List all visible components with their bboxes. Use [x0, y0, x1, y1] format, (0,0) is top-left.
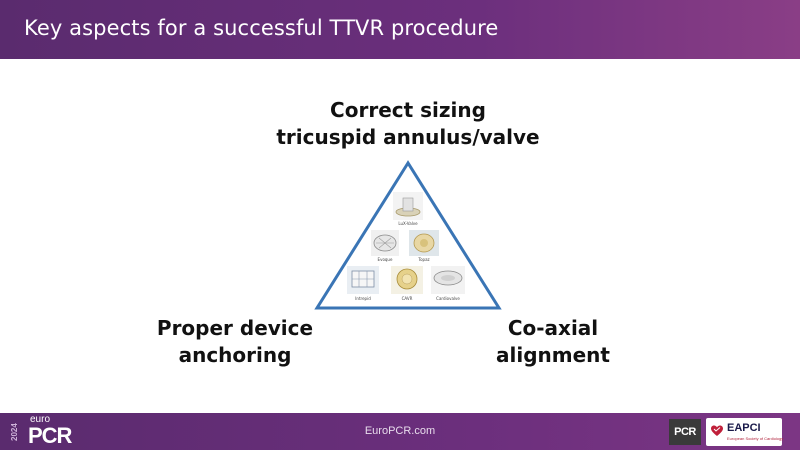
label-right-line2: alignment — [496, 343, 610, 367]
device-cardiovalve-image — [431, 266, 465, 294]
heart-icon — [711, 425, 723, 436]
eapci-logo: EAPCI European Society of Cardiology — [706, 418, 784, 446]
eapci-logo-text: EAPCI — [727, 422, 761, 434]
device-caption-cavr: CAVR — [401, 296, 413, 301]
label-left-line2: anchoring — [178, 343, 292, 367]
label-correct-sizing: Correct sizing tricuspid annulus/valve — [250, 97, 566, 151]
pcr-logo: PCR — [669, 419, 701, 445]
europcr-year: 2024 — [10, 423, 19, 441]
device-caption-luxvalve: LuX-Valve — [398, 221, 418, 226]
footer-url[interactable]: EuroPCR.com — [364, 425, 436, 437]
label-top-line2: tricuspid annulus/valve — [276, 125, 540, 149]
triangle-svg — [314, 160, 502, 310]
device-evoque-image — [371, 230, 399, 256]
valve-triangle-figure: LuX-Valve Evoque Topaz Intrepid CAVR Car… — [313, 160, 503, 312]
device-caption-topaz: Topaz — [418, 257, 430, 262]
label-left-line1: Proper device — [156, 316, 314, 340]
device-caption-cardiovalve: Cardiovalve — [436, 296, 460, 301]
eapci-logo-subtext: European Society of Cardiology — [727, 436, 784, 441]
device-intrepid-image — [347, 266, 379, 294]
device-cavr-image — [391, 266, 423, 294]
label-top-line1: Correct sizing — [330, 98, 486, 122]
slide-title: Key aspects for a successful TTVR proced… — [24, 16, 499, 40]
europcr-logo-pcr: PCR — [28, 423, 72, 448]
device-caption-intrepid: Intrepid — [355, 296, 371, 301]
label-right-line1: Co-axial — [507, 316, 599, 340]
slide-header: Key aspects for a successful TTVR proced… — [0, 0, 800, 59]
device-luxvalve-image — [393, 192, 423, 220]
slide-footer — [0, 413, 800, 450]
device-caption-evoque: Evoque — [377, 257, 393, 262]
europcr-logo-euro: euro — [30, 414, 51, 425]
device-topaz-image — [409, 230, 439, 256]
label-proper-anchoring: Proper device anchoring — [150, 315, 320, 369]
label-coaxial-alignment: Co-axial alignment — [478, 315, 628, 369]
